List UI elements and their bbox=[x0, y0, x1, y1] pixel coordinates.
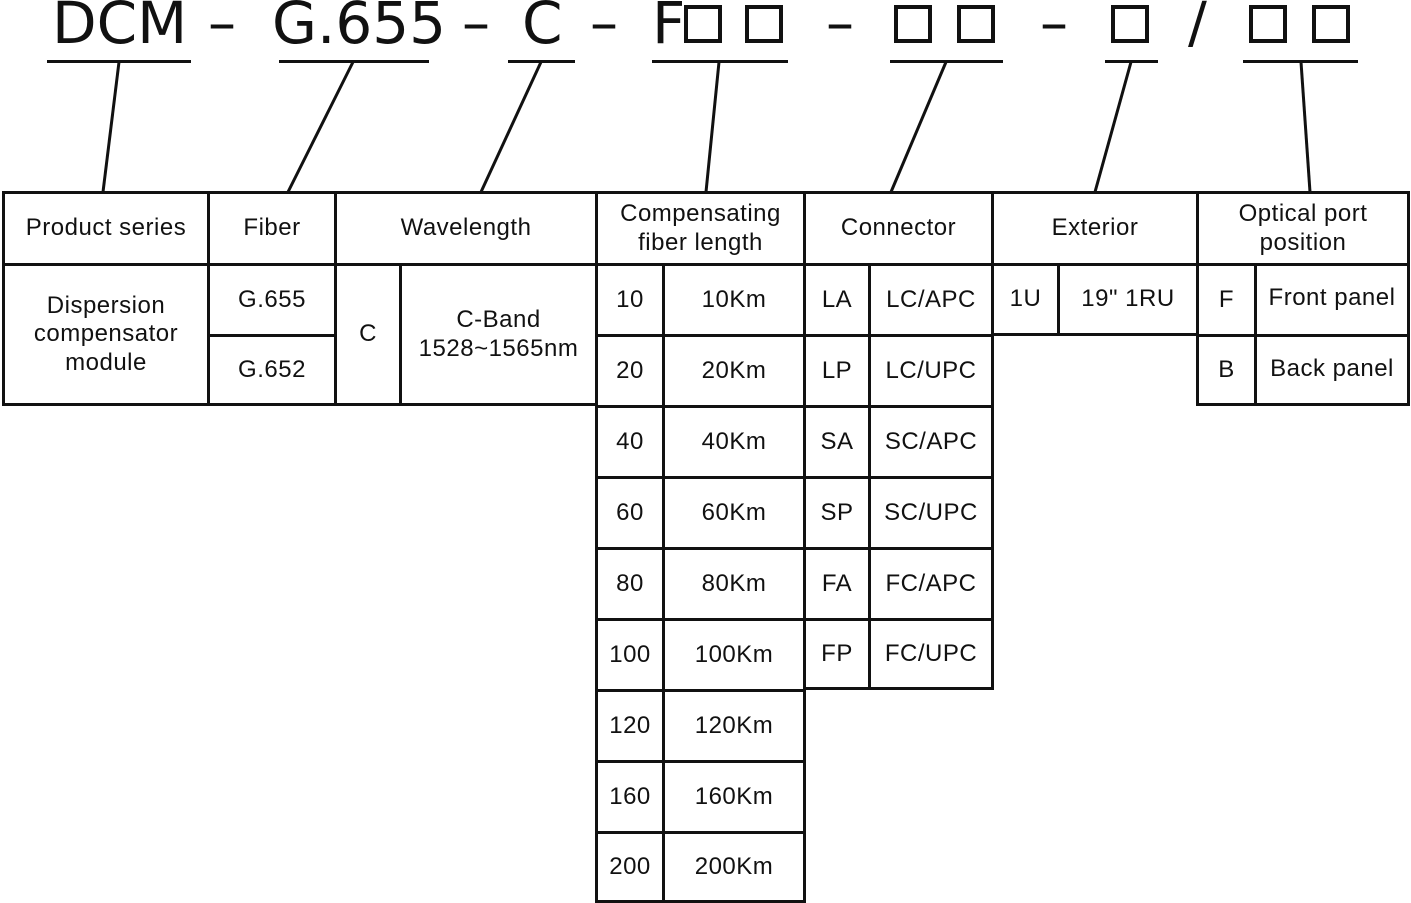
code-segment-length-prefix: F bbox=[652, 0, 686, 57]
length-label: 80Km bbox=[662, 547, 806, 621]
header-wavelength: Wavelength bbox=[334, 191, 598, 266]
code-segment-series: DCM bbox=[52, 0, 188, 57]
model-code: DCM – G.655 – C – F – – / bbox=[0, 0, 1411, 190]
length-label: 100Km bbox=[662, 618, 806, 692]
connector-line bbox=[286, 61, 355, 193]
optical-port-code: F bbox=[1196, 263, 1257, 337]
code-segment-fiber: G.655 bbox=[272, 0, 447, 57]
connector-code: SP bbox=[803, 476, 871, 550]
code-separator: – bbox=[590, 0, 618, 56]
length-code: 20 bbox=[595, 334, 665, 408]
connector-code: SA bbox=[803, 405, 871, 479]
placeholder-box bbox=[894, 5, 932, 43]
length-label: 10Km bbox=[662, 263, 806, 337]
connector-code: LA bbox=[803, 263, 871, 337]
code-underline bbox=[652, 60, 788, 63]
length-code: 160 bbox=[595, 760, 665, 834]
length-code: 200 bbox=[595, 831, 665, 903]
connector-label: LC/UPC bbox=[868, 334, 994, 408]
header-connector: Connector bbox=[803, 191, 994, 266]
exterior-label: 19" 1RU bbox=[1057, 263, 1199, 336]
wavelength-range: 1528~1565nm bbox=[418, 334, 579, 362]
header-product-series: Product series bbox=[2, 191, 210, 266]
placeholder-box bbox=[745, 5, 783, 43]
length-code: 60 bbox=[595, 476, 665, 550]
length-label: 20Km bbox=[662, 334, 806, 408]
placeholder-box bbox=[957, 5, 995, 43]
connector-line bbox=[479, 61, 543, 193]
code-separator: / bbox=[1188, 0, 1207, 56]
header-fiber: Fiber bbox=[207, 191, 337, 266]
optical-port-label: Back panel bbox=[1254, 334, 1410, 406]
header-compensating-length: Compensating fiber length bbox=[595, 191, 806, 266]
code-separator: – bbox=[462, 0, 490, 56]
connector-label: FC/UPC bbox=[868, 618, 994, 690]
connector-label: SC/UPC bbox=[868, 476, 994, 550]
length-code: 120 bbox=[595, 689, 665, 763]
placeholder-box bbox=[684, 5, 722, 43]
code-underline bbox=[508, 60, 575, 63]
optical-port-label: Front panel bbox=[1254, 263, 1410, 337]
code-underline bbox=[1105, 60, 1158, 63]
connector-label: SC/APC bbox=[868, 405, 994, 479]
connector-label: FC/APC bbox=[868, 547, 994, 621]
fiber-option: G.655 bbox=[207, 263, 337, 337]
length-label: 160Km bbox=[662, 760, 806, 834]
connector-line bbox=[889, 61, 948, 193]
product-series-value: Dispersion compensator module bbox=[2, 263, 210, 406]
connector-code: LP bbox=[803, 334, 871, 408]
code-underline bbox=[47, 60, 191, 63]
length-code: 40 bbox=[595, 405, 665, 479]
header-exterior: Exterior bbox=[991, 191, 1199, 266]
optical-port-code: B bbox=[1196, 334, 1257, 406]
code-separator: – bbox=[208, 0, 236, 56]
connector-code: FP bbox=[803, 618, 871, 690]
code-underline bbox=[1243, 60, 1358, 63]
connector-line bbox=[101, 61, 121, 193]
fiber-option: G.652 bbox=[207, 334, 337, 406]
length-label: 60Km bbox=[662, 476, 806, 550]
connector-line bbox=[704, 61, 721, 193]
connector-code: FA bbox=[803, 547, 871, 621]
placeholder-box bbox=[1111, 5, 1149, 43]
length-label: 40Km bbox=[662, 405, 806, 479]
exterior-code: 1U bbox=[991, 263, 1060, 336]
placeholder-box bbox=[1312, 5, 1350, 43]
placeholder-box bbox=[1249, 5, 1287, 43]
code-separator: – bbox=[826, 0, 854, 56]
wavelength-description: C-Band 1528~1565nm bbox=[399, 263, 598, 406]
length-label: 200Km bbox=[662, 831, 806, 903]
connector-line bbox=[1299, 61, 1312, 193]
connector-line bbox=[1093, 61, 1133, 193]
wavelength-code: C bbox=[334, 263, 402, 406]
code-underline bbox=[279, 60, 429, 63]
code-segment-wavelength: C bbox=[522, 0, 563, 57]
length-label: 120Km bbox=[662, 689, 806, 763]
length-code: 10 bbox=[595, 263, 665, 337]
length-code: 100 bbox=[595, 618, 665, 692]
connector-lines bbox=[101, 61, 1312, 193]
header-optical-port: Optical port position bbox=[1196, 191, 1410, 266]
wavelength-name: C-Band bbox=[456, 306, 541, 334]
connector-label: LC/APC bbox=[868, 263, 994, 337]
code-underline bbox=[890, 60, 1003, 63]
length-code: 80 bbox=[595, 547, 665, 621]
code-separator: – bbox=[1040, 0, 1068, 56]
